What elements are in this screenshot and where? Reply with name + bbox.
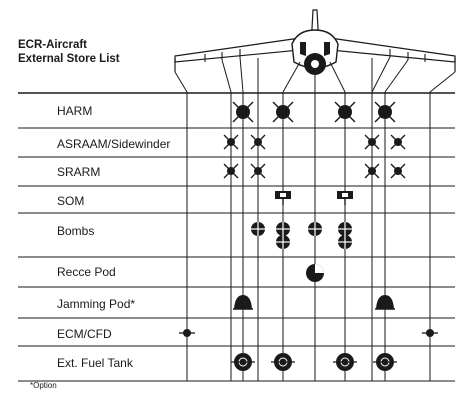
station-feed-line <box>429 71 456 93</box>
row-label-asraam: ASRAAM/Sidewinder <box>57 137 171 151</box>
left-wing <box>174 37 301 63</box>
station-feed-line <box>174 71 188 93</box>
missile-icon <box>374 101 396 123</box>
small-missile-icon <box>250 134 266 150</box>
nose-highlight <box>311 60 319 68</box>
bomb-icon <box>251 222 265 236</box>
bomb-icon <box>338 222 352 236</box>
missile-icon <box>232 101 254 123</box>
right-intake <box>324 42 330 56</box>
small-missile-icon <box>223 134 239 150</box>
row-label-fuel-tank: Ext. Fuel Tank <box>57 356 133 370</box>
station-feed-line <box>329 61 346 93</box>
small-missile-icon <box>250 163 266 179</box>
station-feed-line <box>384 59 409 93</box>
station-feed-line <box>371 56 391 93</box>
bomb-icon <box>276 222 290 236</box>
station-feed-line <box>221 59 232 93</box>
station-feed-line <box>239 56 244 93</box>
missile-icon <box>272 101 294 123</box>
row-label-som: SOM <box>57 194 85 208</box>
aircraft-front-view <box>174 9 456 75</box>
ecm-pod-icon <box>179 329 195 337</box>
small-missile-icon <box>364 163 380 179</box>
bomb-icon <box>308 222 322 236</box>
station-feed-line <box>282 61 301 93</box>
row-label-bombs: Bombs <box>57 224 95 238</box>
fuel-tank-icon <box>373 353 397 371</box>
left-intake <box>300 42 306 56</box>
title-line-1: ECR-Aircraft <box>18 39 88 51</box>
jamming-pod-icon <box>375 295 395 310</box>
bomb-icon <box>338 235 352 249</box>
jamming-pod-icon <box>233 295 253 310</box>
row-label-jamming-pod: Jamming Pod* <box>57 297 136 311</box>
row-label-srarm: SRARM <box>57 165 101 179</box>
recce-pod-icon <box>306 264 324 282</box>
store-icons <box>179 101 438 371</box>
fuel-tank-icon <box>231 353 255 371</box>
small-missile-icon <box>390 134 406 150</box>
row-label-harm: HARM <box>57 104 93 118</box>
small-missile-icon <box>364 134 380 150</box>
title-line-2: External Store List <box>18 53 120 65</box>
right-wing <box>329 37 456 63</box>
standoff-missile-icon <box>337 191 353 205</box>
fuel-tank-icon <box>271 353 295 371</box>
standoff-missile-icon <box>275 191 291 205</box>
diagram-title: ECR-Aircraft External Store List <box>18 38 120 66</box>
fuel-tank-icon <box>333 353 357 371</box>
small-missile-icon <box>390 163 406 179</box>
small-missile-icon <box>223 163 239 179</box>
ecm-pod-icon <box>422 329 438 337</box>
bomb-icon <box>276 235 290 249</box>
missile-icon <box>334 101 356 123</box>
row-label-ecm-cfd: ECM/CFD <box>57 327 112 341</box>
row-label-recce-pod: Recce Pod <box>57 265 116 279</box>
footnote: *Option <box>30 381 57 390</box>
